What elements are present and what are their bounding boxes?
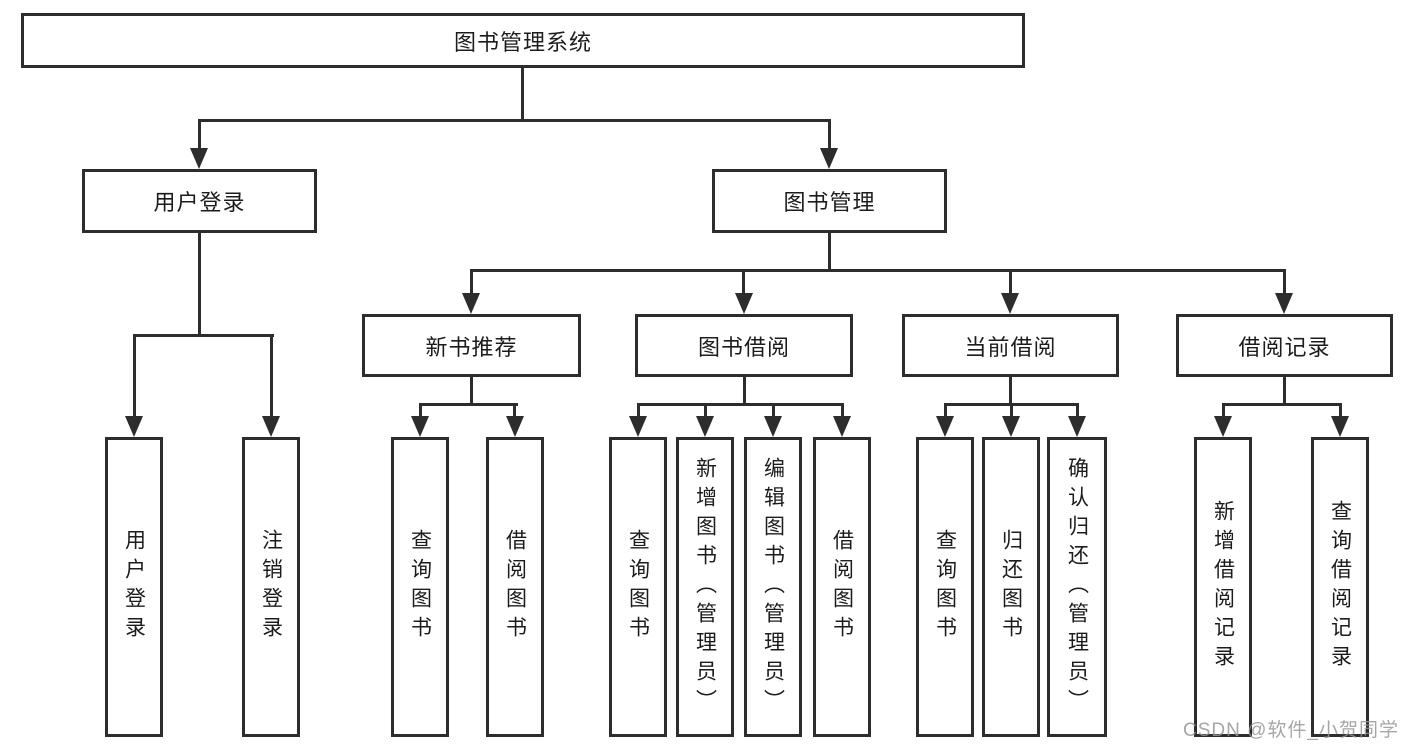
arrowhead [936,416,954,437]
connector-stem [704,403,707,418]
node-leaf-add-borrow-record: 新增借阅记录 [1194,437,1252,737]
connector-bar [133,334,274,337]
node-label: 借阅图书 [830,529,854,645]
node-label: 查询图书 [408,529,432,645]
node-label: 查询图书 [933,529,957,645]
connector-stem [1283,269,1286,296]
node-label: 图书管理系统 [453,29,592,55]
arrowhead [1002,416,1020,437]
connector-stem [743,377,746,406]
connector-stem [270,334,273,418]
connector-stem [419,403,422,418]
node-leaf-add-books-admin: 新增图书（管理员） [676,437,734,737]
connector-root-stem [521,68,524,122]
node-label: 用户登录 [122,529,146,645]
csdn-watermark: CSDN @软件_小贺同学 [1183,720,1399,741]
node-label: 新书推荐 [425,334,518,360]
arrowhead [820,148,838,169]
arrowhead [764,416,782,437]
connector-bar [419,403,518,406]
arrowhead [1068,416,1086,437]
node-label: 归还图书 [999,529,1023,645]
node-user-login: 用户登录 [82,169,317,233]
node-book-borrow: 图书借阅 [635,314,853,377]
arrowhead [506,416,524,437]
node-leaf-query-books-recommend: 查询图书 [391,437,449,737]
node-label: 借阅记录 [1238,334,1331,360]
node-label: 用户登录 [153,190,246,215]
arrowhead [262,416,280,437]
arrowhead [833,416,851,437]
node-label: 图书借阅 [697,334,790,360]
connector-stem [470,269,473,296]
arrowhead [1275,293,1293,314]
node-current-borrow: 当前借阅 [902,314,1119,377]
connector-stem [1222,403,1225,418]
connector-root-bar [198,119,831,122]
node-leaf-user-login: 用户登录 [105,437,163,737]
node-leaf-logout: 注销登录 [242,437,300,737]
node-leaf-query-books-current: 查询图书 [916,437,974,737]
node-leaf-confirm-return-admin: 确认归还（管理员） [1047,437,1107,737]
node-label: 编辑图书（管理员） [761,456,785,718]
node-leaf-borrow-books-recommend: 借阅图书 [486,437,544,737]
node-label: 新增借阅记录 [1211,500,1235,674]
node-label: 注销登录 [259,529,283,645]
arrowhead [125,416,143,437]
node-label: 新增图书（管理员） [693,456,717,718]
connector-stem [637,403,640,418]
node-label: 借阅图书 [503,529,527,645]
arrowhead [190,148,208,169]
node-root: 图书管理系统 [21,13,1025,68]
connector-bar [470,269,1286,272]
connector-stem [133,334,136,418]
node-leaf-query-books-borrow: 查询图书 [609,437,667,737]
node-label: 查询借阅记录 [1328,500,1352,674]
connector-stem [513,403,516,418]
connector-stem [1283,377,1286,406]
node-leaf-borrow-books: 借阅图书 [813,437,871,737]
connector-stem [1009,269,1012,296]
arrowhead [1331,416,1349,437]
arrowhead [1001,293,1019,314]
node-leaf-edit-books-admin: 编辑图书（管理员） [744,437,802,737]
node-label: 查询图书 [626,529,650,645]
node-leaf-query-borrow-record: 查询借阅记录 [1311,437,1369,737]
connector-stem [742,269,745,296]
connector-bar [1222,403,1342,406]
arrowhead [462,293,480,314]
connector-stem [828,119,831,151]
connector-bar [637,403,844,406]
node-leaf-return-books: 归还图书 [982,437,1040,737]
arrowhead [696,416,714,437]
connector-stem [841,403,844,418]
arrowhead [411,416,429,437]
connector-stem [198,233,201,337]
connector-stem [828,233,831,272]
arrowhead [629,416,647,437]
node-label: 图书管理 [783,190,876,215]
connector-stem [1076,403,1079,418]
connector-stem [470,377,473,406]
node-label: 确认归还（管理员） [1065,456,1089,718]
arrowhead [735,293,753,314]
node-label: 当前借阅 [964,334,1057,360]
node-borrow-records: 借阅记录 [1176,314,1393,377]
connector-stem [944,403,947,418]
node-book-management: 图书管理 [712,169,947,233]
connector-stem [772,403,775,418]
arrowhead [1214,416,1232,437]
connector-stem [1339,403,1342,418]
connector-stem [198,119,201,151]
connector-stem [1010,403,1013,418]
node-new-book-recommend: 新书推荐 [362,314,581,377]
connector-stem [1009,377,1012,406]
